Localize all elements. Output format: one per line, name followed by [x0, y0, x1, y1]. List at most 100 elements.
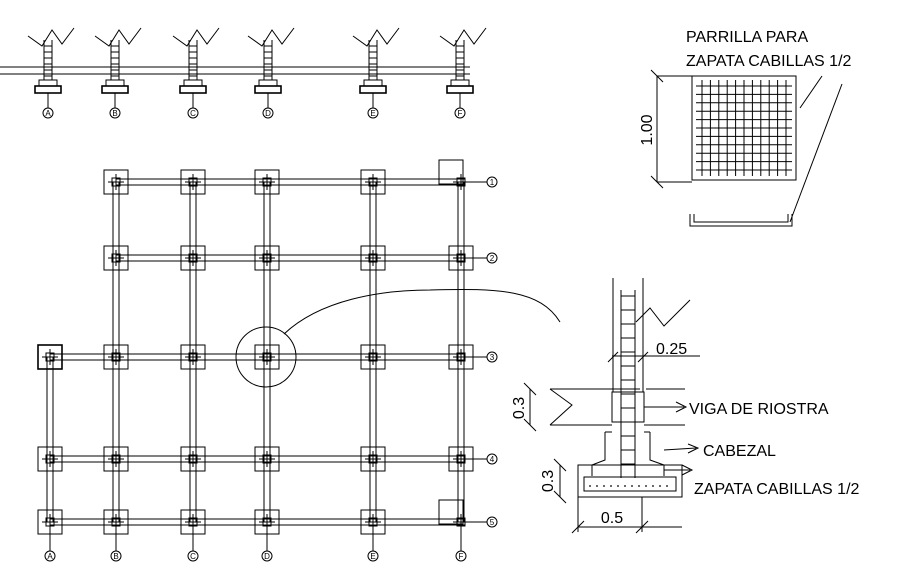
axis-bubble-label: E [370, 109, 375, 118]
column-axis-D-top: D [262, 107, 274, 119]
footing-rebar-dot [603, 485, 605, 487]
footing-E4 [360, 446, 386, 472]
beam-height-text: 0.3 [511, 397, 528, 419]
axis-bubble [187, 107, 199, 119]
axis-bubble-label: 1 [490, 178, 495, 187]
footing-E2 [360, 245, 386, 271]
footing-rebar-dot [589, 485, 591, 487]
foundation-plan [37, 159, 474, 535]
axis-bubble [367, 107, 379, 119]
footing-D1 [254, 169, 280, 195]
detail-callout-circle [235, 326, 297, 388]
axis-bubble-label: E [370, 552, 375, 561]
footing-pad [254, 245, 280, 271]
footing-F1 [438, 159, 469, 190]
column-axis-E-top: E [367, 107, 379, 119]
elevation-strip [0, 27, 487, 94]
footing-D4 [254, 446, 280, 472]
footing-rebar-mat [583, 476, 677, 492]
column-axis-E-bottom: E [367, 550, 379, 562]
row-axis-5: 5 [486, 516, 498, 528]
axis-bubble-label: F [459, 552, 464, 561]
footing-rebar-dot [617, 485, 619, 487]
axis-bubble [261, 550, 273, 562]
footing-rebar-dot [610, 485, 612, 487]
elevation-footing [34, 85, 62, 94]
axis-bubble [109, 107, 121, 119]
elevation-break-symbol [172, 27, 220, 47]
footing-pad [180, 169, 206, 195]
row-axis-1: 1 [486, 176, 498, 188]
footing-label: ZAPATA CABILLAS 1/2 [694, 481, 860, 498]
axis-bubble [187, 550, 199, 562]
footing-E1 [360, 169, 386, 195]
axis-bubble [42, 107, 54, 119]
axis-bubble-label: D [264, 552, 270, 561]
footing-outline [577, 464, 683, 498]
tie-beam-cage [611, 391, 645, 423]
axis-bubble [110, 550, 122, 562]
cap-arrowhead [687, 443, 700, 454]
footing-B1 [103, 169, 129, 195]
footing-pad [103, 344, 129, 370]
axis-bubble [44, 550, 56, 562]
axis-bubble-label: B [112, 109, 117, 118]
detail-leader-curve [283, 288, 561, 335]
axis-bubble [454, 107, 466, 119]
grid-section-profile-inner [693, 214, 789, 223]
footing-B4 [103, 446, 129, 472]
beam-height-tick-bottom [523, 418, 537, 432]
footing-pad [254, 169, 280, 195]
column-axis-D-bottom: D [261, 550, 273, 562]
grid-detail-title-line2: ZAPATA CABILLAS 1/2 [686, 53, 852, 70]
footing-pad [438, 159, 464, 185]
grid-detail-title-line1: PARRILLA PARA [686, 29, 808, 46]
column-break-symbol [635, 299, 691, 327]
footing-pad [360, 344, 386, 370]
footing-pad [180, 245, 206, 271]
elevation-footing [179, 85, 207, 94]
elevation-break-symbol [439, 27, 487, 47]
axis-bubble-label: C [190, 552, 196, 561]
footing-rebar-dot [645, 485, 647, 487]
axis-bubble-label: D [265, 109, 271, 118]
axis-bubble-label: 4 [490, 455, 495, 464]
footing-arrowhead [681, 464, 694, 476]
footing-C5 [180, 509, 206, 535]
footing-section-detail: VIGA DE RIOSTRA 0.3 0.25 CABEZAL ZAPATA … [511, 278, 860, 534]
elevation-footing [254, 85, 282, 94]
footing-E5 [360, 509, 386, 535]
footing-height-tick-top [553, 458, 567, 472]
grid-dimension-text: 1.00 [639, 114, 656, 145]
footing-rebar-dot [652, 485, 654, 487]
footing-D2 [254, 245, 280, 271]
footing-D3 [254, 344, 280, 370]
elevation-footing [359, 85, 387, 94]
footing-rebar-dot [666, 485, 668, 487]
grid-detail-outline [691, 75, 797, 181]
column-width-tick-left [607, 351, 619, 363]
footing-pad [254, 446, 280, 472]
elevation-column-E [352, 27, 400, 94]
footing-pad [37, 446, 63, 472]
axis-bubble-label: 3 [490, 353, 495, 362]
elevation-cap [38, 79, 58, 87]
elevation-break-symbol [247, 27, 295, 47]
footing-C2 [180, 245, 206, 271]
elevation-cap [105, 79, 125, 87]
axis-bubble [486, 351, 498, 363]
grid-section-profile-outer [689, 214, 793, 227]
footing-height-text: 0.3 [540, 470, 557, 492]
footing-pad [254, 344, 280, 370]
axis-bubble-label: A [45, 109, 51, 118]
row-axis-3: 3 [486, 351, 498, 363]
axis-bubble-label: A [47, 552, 53, 561]
axis-bubble-label: 2 [490, 254, 495, 263]
elevation-cap [363, 79, 383, 87]
footing-pad [360, 169, 386, 195]
cap-arrow [663, 447, 697, 451]
footing-rebar-dots [589, 485, 668, 487]
axis-bubble [486, 453, 498, 465]
